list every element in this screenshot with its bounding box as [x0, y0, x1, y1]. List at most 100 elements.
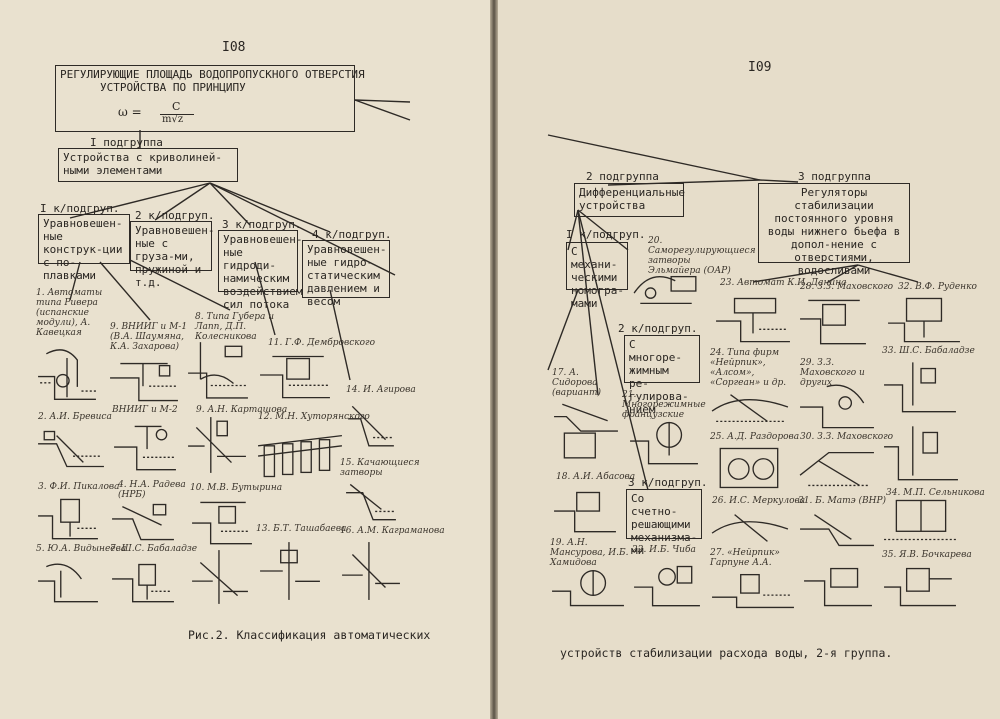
item-label: 34. М.П. Сельникова [886, 488, 985, 498]
device-sketch [798, 508, 876, 548]
item-label: 15. Качающиеся затворы [340, 458, 420, 478]
subgroup2-box: Уравновешен-ные с груза-ми, пружиной и т… [130, 221, 214, 289]
device-sketch [798, 444, 876, 492]
item-label: 21. Многорежимные французские [622, 390, 706, 420]
device-sketch [886, 292, 962, 344]
item-label: 31. Б. Матэ (ВНР) [798, 496, 887, 506]
device-sketch [110, 556, 176, 604]
device-sketch [882, 358, 958, 414]
item-label: 11. Г.Ф. Дембровского [268, 338, 376, 348]
device-sketch [36, 345, 98, 403]
device-sketch [552, 484, 618, 534]
device-sketch [882, 494, 960, 546]
item-label: 1. Автоматы типа Ривера (испанские модул… [36, 288, 103, 338]
left-connector-lines [69, 99, 411, 381]
device-sketch [112, 420, 178, 472]
subgroup4-box: Уравновешен-ные гидро-статическим давлен… [302, 240, 390, 308]
item-label: 23. Автомат К.И. Данина [720, 278, 847, 288]
device-sketch [882, 562, 958, 608]
device-sketch [36, 425, 106, 473]
item-label: 17. А. Сидорова (вариант) [552, 368, 602, 398]
device-sketch [344, 478, 398, 522]
formula-numerator: C [172, 100, 181, 113]
device-sketch [340, 540, 402, 602]
group1-label: I подгруппа [90, 136, 163, 149]
k-subgroup3-box: Со счетно-решающими механизма-ми [626, 489, 702, 557]
formula-fraction-bar [160, 114, 194, 115]
page-number-left: I08 [222, 40, 246, 55]
item-label: 14. И. Агирова [346, 385, 416, 395]
device-sketch [190, 496, 254, 546]
figure-caption-right: устройств стабилизации расхода воды, 2-я… [560, 646, 893, 660]
device-sketch [632, 558, 702, 608]
device-sketch [36, 556, 100, 604]
device-sketch [108, 355, 180, 403]
item-label: 25. А.Д. Раздорова [710, 432, 800, 442]
k-subgroup2-label: 2 к/подгруп. [618, 322, 698, 335]
right-page: I09 2 подгруппа Дифференциальные устройс… [498, 0, 1000, 719]
device-sketch [190, 548, 250, 606]
title-line1: РЕГУЛИРУЮЩИЕ ПЛОЩАДЬ ВОДОПРОПУСКНОГО ОТВ… [60, 68, 365, 81]
device-sketch [258, 540, 322, 602]
subgroup2-box: Дифференциальные устройства [574, 183, 685, 217]
device-sketch [802, 560, 874, 608]
item-label: 2. А.И. Бревиса [38, 412, 112, 422]
left-page: I08 РЕГУЛИРУЮЩИЕ ПЛОЩАДЬ ВОДОПРОПУСКНОГО… [0, 0, 490, 719]
device-sketch [798, 294, 868, 346]
device-sketch [710, 508, 790, 548]
device-sketch [110, 498, 176, 542]
device-sketch [258, 350, 332, 400]
k-subgroup1-label: I к/подгруп. [566, 228, 646, 241]
item-label: 19. А.Н. Мансурова, И.Б. Хамидова [550, 538, 629, 568]
subgroup3-label: 3 к/подгруп. [222, 218, 302, 231]
device-sketch [552, 396, 620, 462]
item-label: 16. А.М. Каграманова [340, 526, 445, 536]
device-sketch [882, 424, 960, 482]
k-subgroup2-box: С многоре-жимным ре-гулирова-нием [624, 335, 700, 416]
page-number-right: I09 [748, 60, 772, 75]
book-gutter [490, 0, 498, 719]
device-sketch [36, 493, 100, 541]
right-connector-lines [547, 134, 919, 491]
item-label: 18. А.И. Абасова [556, 472, 636, 482]
subgroup1-box: Уравновешен-ные конструк-ции с по-плавка… [38, 214, 130, 282]
formula-lhs: ω = [118, 105, 142, 119]
item-label: 9. ВНИИГ и М-1 (В.А. Шаумяна, К.А. Захар… [110, 322, 188, 352]
device-sketch [714, 292, 792, 344]
item-label: 28. З.З. Маховского [800, 282, 894, 292]
device-sketch [628, 410, 700, 466]
item-label: 7. Ш.С. Бабаладзе [110, 544, 198, 554]
item-label: 30. З.З. Маховского [800, 432, 894, 442]
item-label: 32. В.Ф. Руденко [898, 282, 977, 292]
subgroup2-label: 2 подгруппа [586, 170, 659, 183]
item-label: 29. З.З. Маховского и других [800, 358, 865, 388]
item-label: 26. И.С. Меркулова [712, 496, 806, 506]
item-label: 33. Ш.С. Бабаладзе [882, 346, 975, 356]
device-sketch [254, 425, 346, 483]
device-sketch [186, 415, 248, 475]
figure-caption-left: Рис.2. Классификация автоматических [188, 628, 431, 642]
formula-denominator: m√z [162, 114, 184, 125]
subgroup2-label: 2 к/подгруп. [135, 209, 215, 222]
subgroup4-label: 4 к/подгруп. [312, 228, 392, 241]
item-label: 20. Саморегулирующиеся затворы Эльмайера… [648, 236, 756, 276]
subgroup3-label: 3 подгруппа [798, 170, 871, 183]
item-label: 12. М.Н. Хуторянского [258, 412, 370, 422]
item-label: 13. Б.Т. Ташабаева [256, 524, 347, 534]
item-label: 27. «Нейрпик» Гарпуне А.А. [710, 548, 780, 568]
subgroup3-box: Регуляторы стабилизации постоянного уров… [758, 183, 910, 277]
title-box: РЕГУЛИРУЮЩИЕ ПЛОЩАДЬ ВОДОПРОПУСКНОГО ОТВ… [55, 65, 365, 132]
item-label: 5. Ю.А. Видынеева [36, 544, 127, 554]
subgroup1-label: I к/подгруп. [40, 202, 120, 215]
device-sketch [550, 560, 626, 608]
device-sketch [710, 384, 790, 430]
item-label: 24. Типа фирм «Нейрпик», «Алсом», «Сорге… [710, 348, 787, 388]
item-label: 9. А.Н. Карташова [196, 405, 288, 415]
k-subgroup1-box: С механи-ческими номогра-мами [566, 242, 628, 310]
item-label: 10. М.В. Бутырина [190, 483, 283, 493]
device-sketch [710, 570, 796, 610]
k-subgroup3-label: 3 к/подгруп. [628, 476, 708, 489]
device-sketch [798, 378, 876, 430]
title-line2: УСТРОЙСТВА ПО ПРИНЦИПУ [100, 81, 246, 94]
device-sketch [186, 338, 250, 400]
